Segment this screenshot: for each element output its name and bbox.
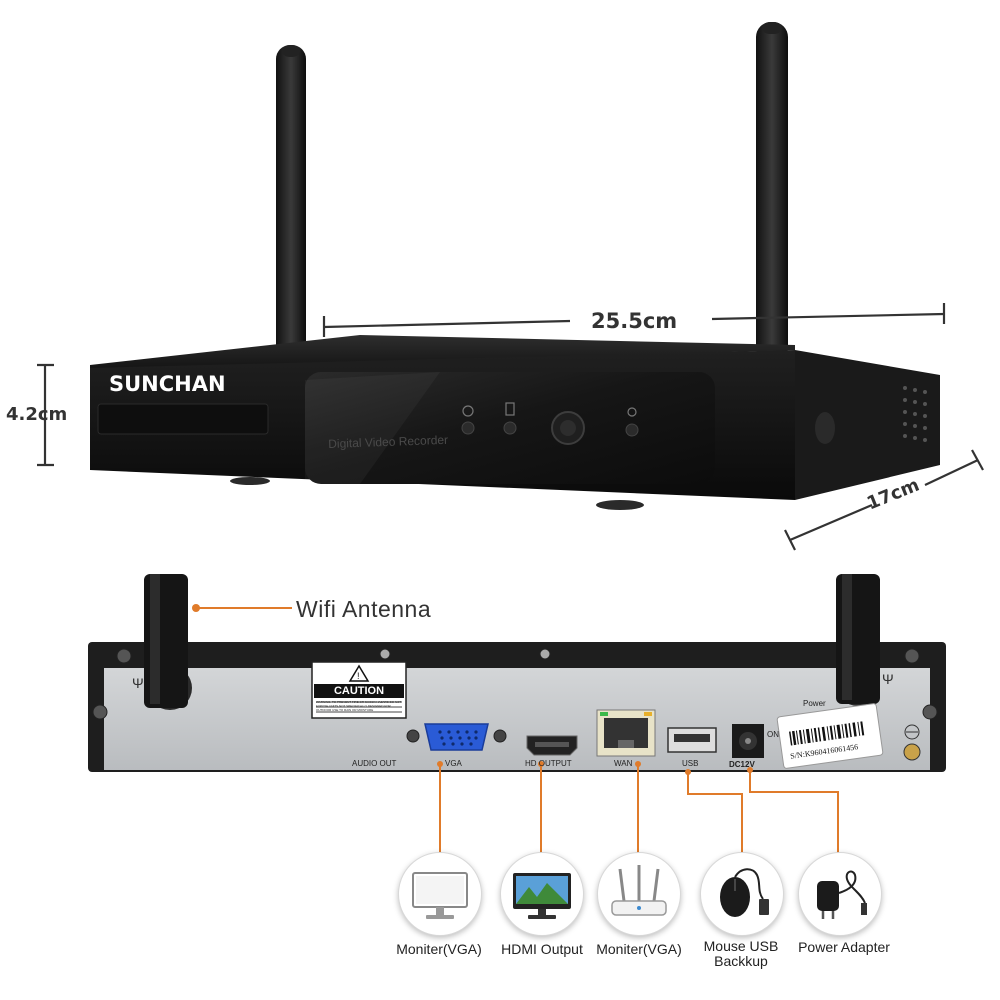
- brand-logo: SUNCHAN: [109, 372, 226, 396]
- side-vent: [903, 386, 927, 442]
- connection-label-1: Moniter(VGA): [396, 941, 482, 957]
- vga-port: [406, 723, 507, 751]
- hdmi-label: HD OUTPUT: [525, 759, 572, 768]
- wifi-antenna-callout: Wifi Antenna: [296, 596, 432, 622]
- vga-label: VGA: [445, 759, 462, 768]
- hdmi-port: [526, 735, 578, 756]
- mouse-circle: [700, 852, 784, 936]
- power-adapter-circle: [798, 852, 882, 936]
- dvr-front-view: [90, 22, 940, 510]
- connection-label-5: Power Adapter: [798, 939, 890, 955]
- rear-antenna-left: [144, 574, 192, 710]
- connection-label-4: Mouse USB Backkup: [703, 938, 779, 969]
- svg-text:Ψ: Ψ: [882, 671, 894, 687]
- caution-label: !: [311, 661, 407, 719]
- antenna-left: [276, 45, 306, 365]
- dvr-rear-view: Ψ Ψ !: [88, 574, 946, 854]
- monitor-icon: [412, 872, 468, 919]
- wan-label: WAN: [614, 759, 633, 768]
- dc-power-port: [732, 724, 764, 758]
- antenna-right: [756, 22, 788, 362]
- audio-out-label: AUDIO OUT: [352, 759, 397, 768]
- monitor-vga-circle: [398, 852, 482, 936]
- caution-fine-print: WARNING: TO PREVENT FIRE OR SHOCK HAZARD…: [316, 700, 402, 712]
- usb-port: [667, 727, 717, 753]
- rear-antenna-right: [836, 574, 880, 706]
- dimension-height: 4.2cm: [6, 404, 68, 425]
- mouse-icon: [720, 868, 769, 917]
- hdd-indicator: [503, 402, 517, 435]
- network-indicator: [625, 407, 639, 437]
- power-indicator: [461, 405, 475, 435]
- power-label: Power: [803, 699, 826, 708]
- svg-text:!: !: [357, 671, 360, 681]
- wan-port: [596, 709, 656, 757]
- dimension-lines: [37, 303, 984, 551]
- usb-label: USB: [682, 759, 699, 768]
- router-icon: [611, 865, 667, 916]
- svg-text:Ψ: Ψ: [132, 675, 144, 691]
- antenna-callout-line: [192, 604, 292, 612]
- ir-receiver: [551, 411, 585, 445]
- router-circle: [597, 852, 681, 936]
- connection-label-2: HDMI Output: [501, 941, 583, 957]
- dc-label: DC12V: [729, 760, 755, 769]
- power-adapter-icon: [817, 870, 867, 919]
- connection-label-3: Moniter(VGA): [596, 941, 682, 957]
- serial-sticker: [776, 703, 884, 769]
- on-label: ON: [767, 730, 779, 739]
- hdmi-monitor-icon: [513, 873, 571, 919]
- connection-lines: [439, 766, 839, 854]
- dimension-length: 25.5cm: [591, 309, 678, 333]
- hdmi-output-circle: [500, 852, 584, 936]
- ground-terminal: [903, 724, 921, 761]
- caution-text: CAUTION: [333, 685, 385, 697]
